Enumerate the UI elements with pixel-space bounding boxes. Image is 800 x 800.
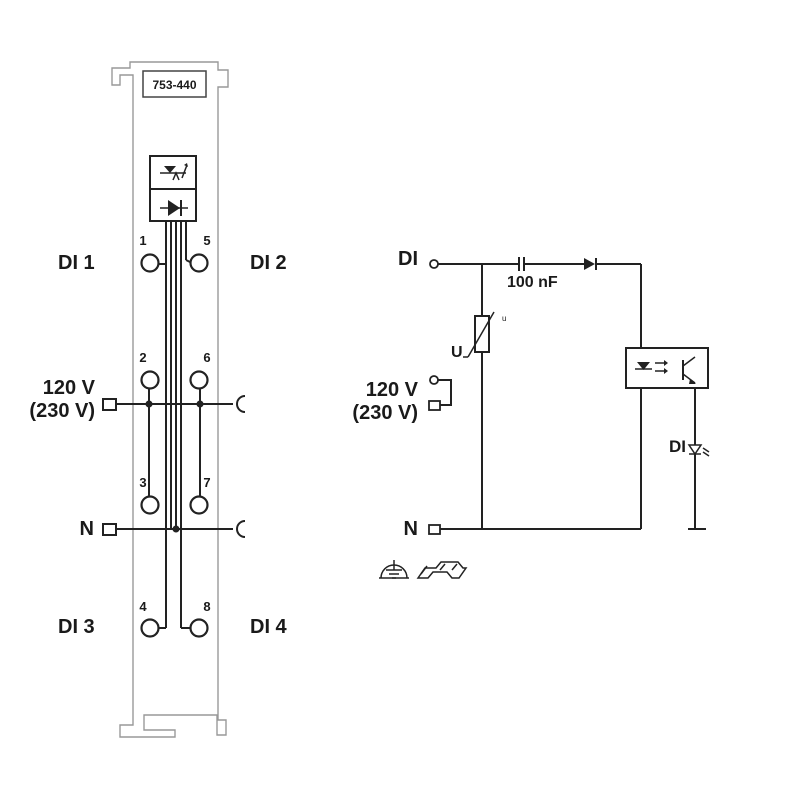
schematic: DI 100 nF u U 120 V (230 V) xyxy=(352,248,710,579)
terminal-8-label: 8 xyxy=(203,599,210,614)
svg-text:u: u xyxy=(502,314,506,323)
terminal-7[interactable]: 7 xyxy=(189,475,211,515)
supply-terminal-open xyxy=(429,375,439,385)
label-di3: DI 3 xyxy=(58,616,95,638)
model-number: 753-440 xyxy=(152,78,196,92)
label-di4: DI 4 xyxy=(250,616,288,638)
terminal-6[interactable]: 6 xyxy=(189,350,211,390)
schematic-di-output-label: DI xyxy=(669,437,686,456)
led-icon xyxy=(687,444,710,457)
label-di2: DI 2 xyxy=(250,252,287,274)
schematic-neutral-label: N xyxy=(404,518,418,540)
terminal-4[interactable]: 4 xyxy=(139,599,160,638)
model-label-box: 753-440 xyxy=(142,70,207,98)
terminal-7-label: 7 xyxy=(203,475,210,490)
terminal-1[interactable]: 1 xyxy=(139,233,160,273)
terminal-1-label: 1 xyxy=(139,233,146,248)
module-housing xyxy=(111,61,229,738)
supply-terminal-box xyxy=(428,400,441,411)
terminal-8[interactable]: 8 xyxy=(189,599,211,638)
terminal-5-label: 5 xyxy=(203,233,210,248)
terminal-5[interactable]: 5 xyxy=(189,233,211,273)
terminal-2-label: 2 xyxy=(139,350,146,365)
varistor-label: U xyxy=(451,344,463,361)
electronics-icon xyxy=(149,155,197,222)
label-supply-voltage-alt: (230 V) xyxy=(29,400,95,422)
supply-rail-neutral xyxy=(102,520,246,538)
terminal-3[interactable]: 3 xyxy=(139,475,160,515)
schematic-di-input-label: DI xyxy=(398,248,418,270)
label-neutral: N xyxy=(80,518,94,540)
schematic-supply-voltage-label: 120 V xyxy=(366,379,419,401)
label-di1: DI 1 xyxy=(58,252,95,274)
varistor-icon: u xyxy=(463,311,506,358)
internal-bus xyxy=(158,221,191,629)
di-input-terminal xyxy=(429,259,439,269)
diode-icon xyxy=(584,258,597,270)
optocoupler-icon xyxy=(625,347,709,529)
capacitor-icon xyxy=(518,257,525,271)
terminal-3-label: 3 xyxy=(139,475,146,490)
terminal-4-label: 4 xyxy=(139,599,147,614)
din-rail-icon xyxy=(416,561,468,579)
supply-rail-120v xyxy=(102,395,246,413)
capacitor-label: 100 nF xyxy=(507,274,558,291)
label-supply-voltage: 120 V xyxy=(43,377,96,399)
ground-icon xyxy=(379,560,409,579)
terminal-2[interactable]: 2 xyxy=(139,350,160,390)
terminal-6-label: 6 xyxy=(203,350,210,365)
schematic-supply-voltage-alt-label: (230 V) xyxy=(352,402,418,424)
neutral-terminal xyxy=(428,524,441,535)
